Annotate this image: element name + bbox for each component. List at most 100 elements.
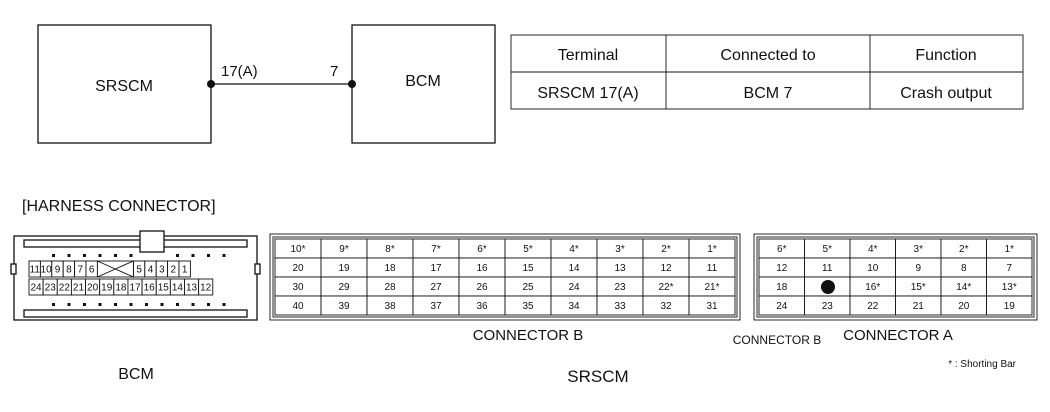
connector-b-pin-label: 18 — [384, 263, 396, 274]
bcm-latch-dot — [129, 254, 133, 257]
connector-b-pin-label: 2* — [661, 244, 671, 255]
connector-a-pin-label: 4* — [868, 244, 878, 255]
bcm-pin-label: 22 — [59, 283, 71, 294]
connector-b-pin-label: 17 — [430, 263, 442, 274]
srscm-pin-label: 17(A) — [221, 63, 258, 80]
bcm-latch-dot — [207, 303, 210, 306]
connector-b-pin-label: 25 — [522, 282, 534, 293]
connector-a-pin-label: 24 — [776, 301, 788, 312]
bcm-pin-label: 9 — [55, 265, 61, 276]
connector-b-pin-label: 28 — [384, 282, 396, 293]
bcm-latch-dot — [52, 303, 55, 306]
connector-b-pin-label: 15 — [522, 263, 534, 274]
bcm-connector-name: BCM — [118, 366, 154, 383]
connector-a-pin-label: 23 — [822, 301, 834, 312]
bcm-pin-label: 1 — [182, 265, 188, 276]
connector-b-pin-label: 23 — [614, 282, 626, 293]
connector-a-pin-label: 1* — [1005, 244, 1015, 255]
connector-a-extra-label: CONNECTOR B — [733, 333, 821, 347]
connector-b-pin-label: 13 — [614, 263, 626, 274]
connector-b-pin-label: 20 — [292, 263, 304, 274]
bcm-latch-dot — [145, 303, 148, 306]
connector-b-outer-frame — [269, 233, 741, 321]
table-header-function: Function — [915, 47, 976, 64]
bcm-pin-label: 14 — [172, 283, 184, 294]
bcm-latch-dot — [176, 254, 179, 257]
bcm-blank-cavity-cross — [97, 260, 134, 278]
connector-b-pin-label: 39 — [338, 301, 350, 312]
bcm-pin-label: 8 — [66, 265, 72, 276]
bcm-pin-label: 16 — [144, 283, 156, 294]
connector-b-pin-label: 36 — [476, 301, 488, 312]
connector-a-pin-label: 22 — [867, 301, 879, 312]
bcm-latch-dot — [98, 303, 102, 306]
connector-a-pin-label: 21 — [913, 301, 925, 312]
bcm-pin-label: 10 — [41, 265, 53, 276]
connector-b-pin-label: 7* — [431, 244, 441, 255]
bcm-latch-dot — [191, 303, 195, 306]
connector-a-marked-pin — [821, 280, 835, 294]
bcm-connector-blank-cavity — [96, 260, 134, 278]
connector-a-pin-label: 18 — [776, 282, 788, 293]
connector-b-pin-label: 29 — [338, 282, 350, 293]
connector-a-pin-label: 12 — [776, 263, 788, 274]
bcm-connector-body — [13, 235, 258, 321]
bcm-pin-label: 7 — [330, 63, 338, 80]
connector-b-pin-label: 8* — [385, 244, 395, 255]
srscm-module-box — [37, 24, 212, 144]
connector-b-pin-label: 21* — [704, 282, 719, 293]
bcm-pin-label: 6 — [89, 265, 95, 276]
bcm-latch-dot — [67, 254, 71, 257]
bcm-latch-dot — [222, 303, 226, 306]
connector-b-pin-label: 24 — [568, 282, 580, 293]
connector-b-pin-label: 16 — [476, 263, 488, 274]
bcm-pin-label: 7 — [78, 265, 84, 276]
connector-a-pin-label: 6* — [777, 244, 787, 255]
connector-b-pin-label: 14 — [568, 263, 580, 274]
connector-b-pin-label: 6* — [477, 244, 487, 255]
bcm-latch-dot — [222, 254, 226, 257]
connector-b-label: CONNECTOR B — [473, 327, 584, 344]
bcm-connector-top-rail — [23, 239, 248, 248]
harness-connector-title: [HARNESS CONNECTOR] — [22, 198, 216, 215]
bcm-latch-dot — [160, 303, 164, 306]
bcm-pin-label: 17 — [129, 283, 141, 294]
bcm-pin-label: 11 — [30, 265, 41, 276]
bcm-pin-label: 3 — [159, 265, 165, 276]
bcm-pin-label: 21 — [73, 283, 85, 294]
bcm-latch-dot — [83, 303, 86, 306]
bcm-latch-dot — [114, 254, 117, 257]
connector-b-inner-frame — [272, 236, 738, 318]
connector-b-pin-label: 33 — [614, 301, 626, 312]
bcm-module-label: BCM — [405, 73, 441, 90]
connector-b-pin-label: 37 — [430, 301, 442, 312]
connector-b-pin-label: 12 — [660, 263, 672, 274]
connector-b-pin-label: 22* — [658, 282, 673, 293]
bcm-latch-dot — [98, 254, 102, 257]
connector-b-pin-label: 19 — [338, 263, 350, 274]
connector-a-pin-label: 8 — [961, 263, 967, 274]
connector-a-pin-label: 15* — [911, 282, 926, 293]
bcm-module-box — [351, 24, 496, 144]
bcm-connector-left-key — [10, 263, 17, 275]
bcm-pin-label: 19 — [101, 283, 113, 294]
bcm-connector-top-dots — [52, 254, 226, 257]
connector-a-pin-label: 10 — [867, 263, 879, 274]
terminal-table: Terminal Connected to Function SRSCM 17(… — [510, 34, 1024, 110]
connector-a-pin-label: 13* — [1002, 282, 1017, 293]
bcm-latch-dot — [52, 254, 55, 257]
connector-b-pin-label: 32 — [660, 301, 672, 312]
bcm-latch-dot — [83, 254, 86, 257]
bcm-pin-label: 12 — [200, 283, 212, 294]
bcm-connector-bottom-rail — [23, 309, 248, 318]
connector-b-pin-label: 34 — [568, 301, 580, 312]
connector-b-pin-label: 11 — [707, 263, 718, 274]
bcm-latch-dot — [114, 303, 117, 306]
bcm-pin-label: 15 — [158, 283, 170, 294]
srscm-terminal-dot — [207, 80, 215, 88]
connector-a-pin-label: 14* — [956, 282, 971, 293]
connector-b-pin-label: 5* — [523, 244, 533, 255]
